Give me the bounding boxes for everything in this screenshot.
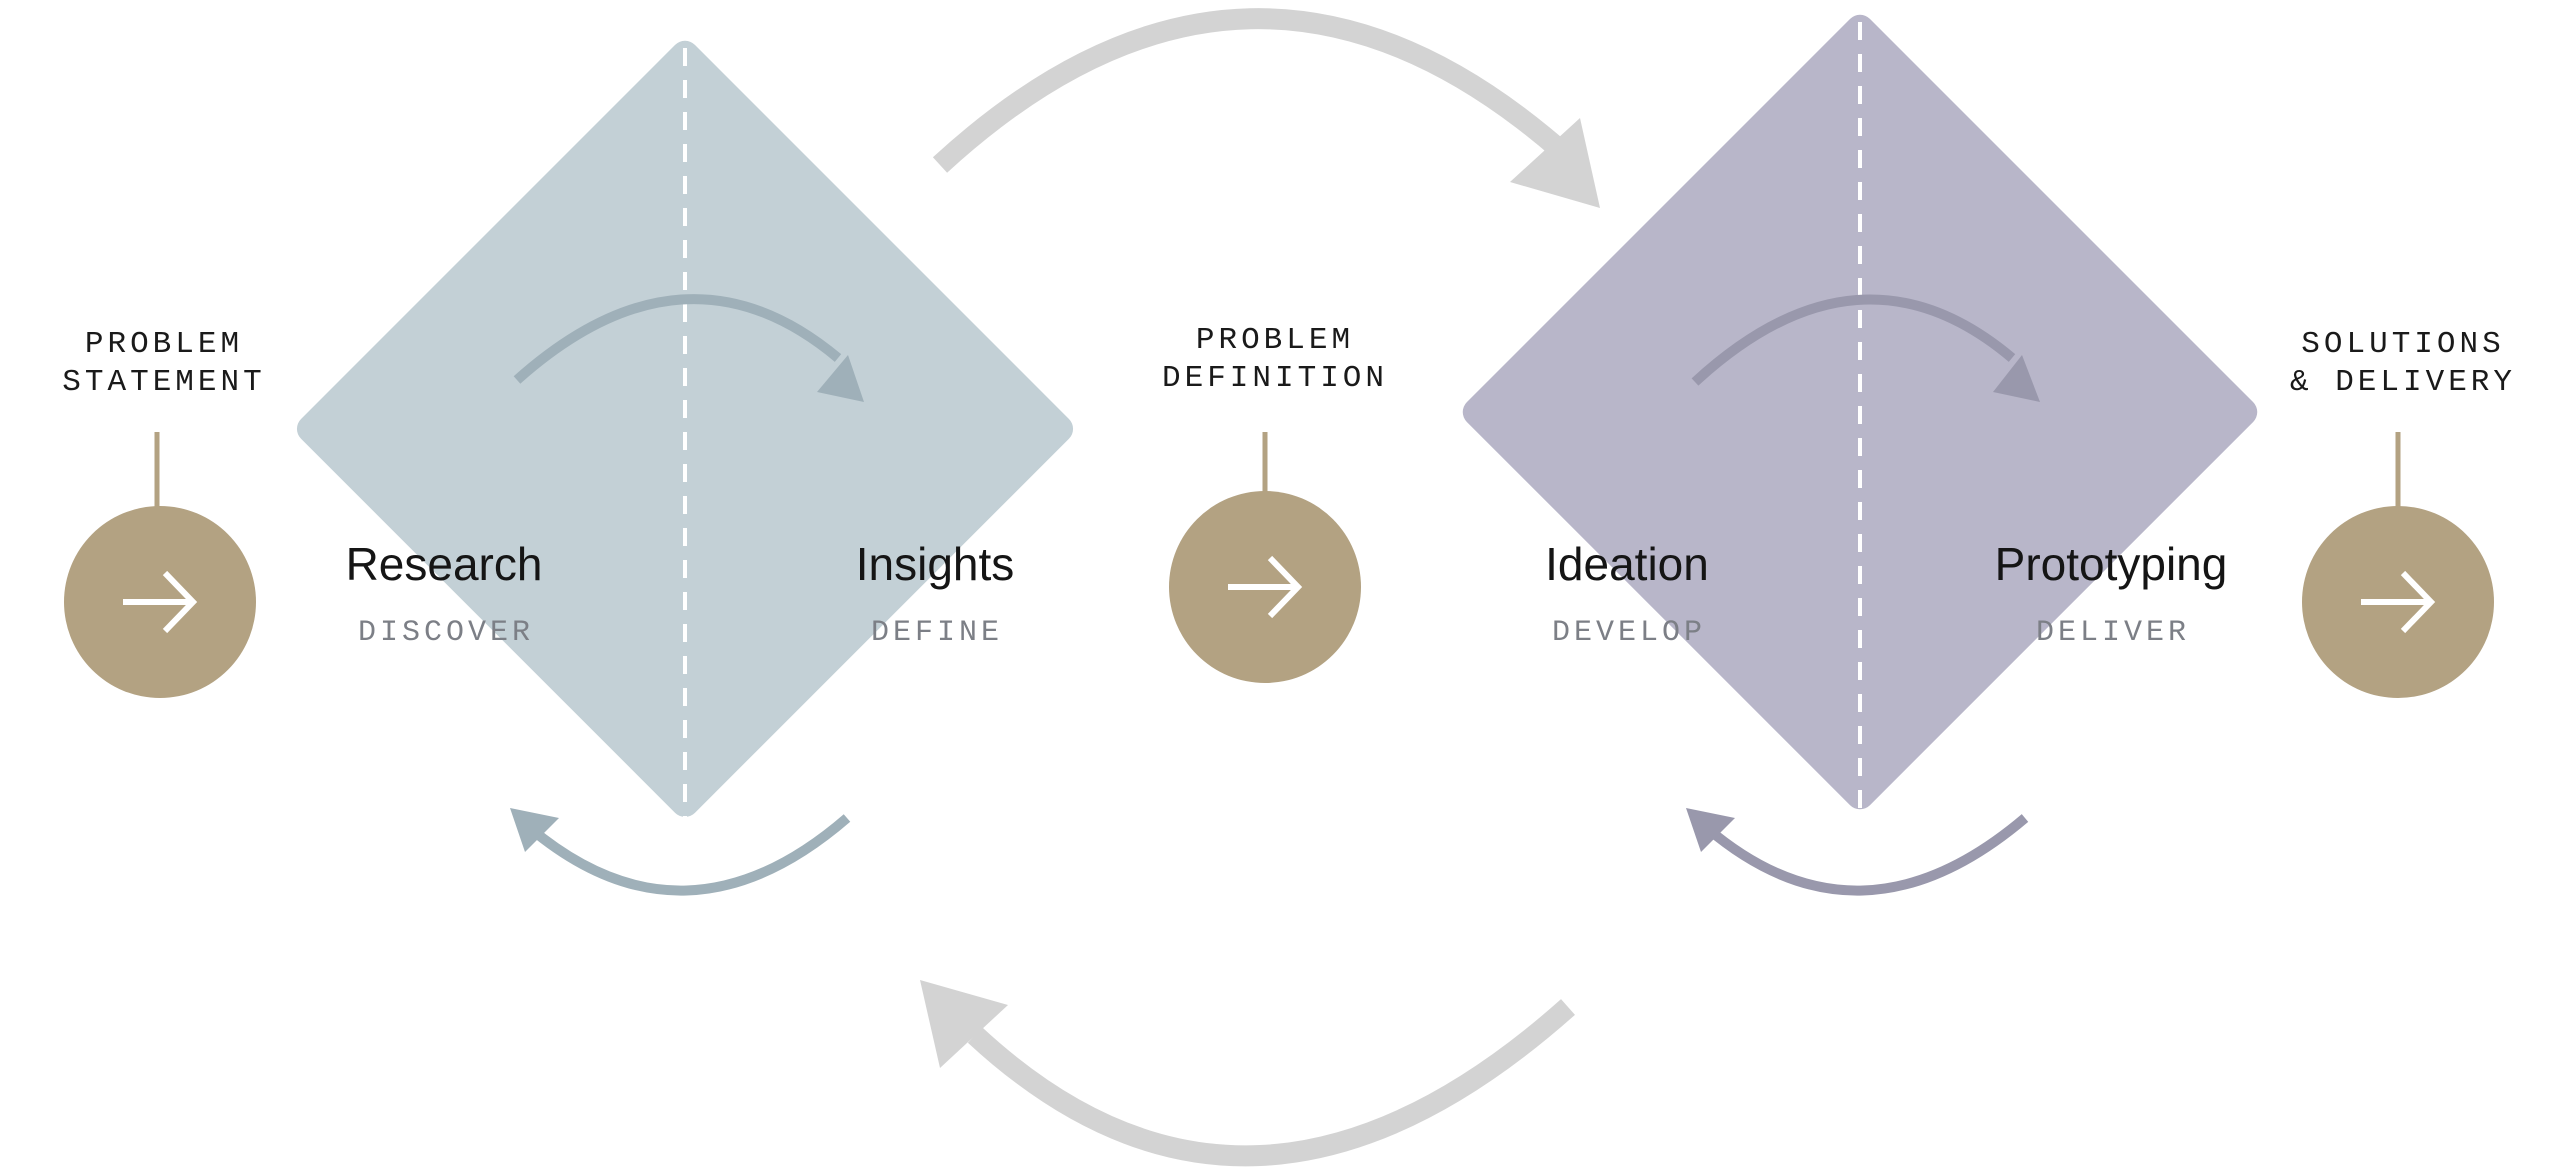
outer-arrowhead-top [1510, 118, 1600, 208]
right-inner-arrow-top [1691, 294, 2016, 386]
phase-research: Research DISCOVER [346, 538, 543, 650]
milestone-label-solutions-delivery-line2: & DELIVERY [2290, 365, 2516, 400]
milestone-stems [154, 432, 2401, 508]
phase-subtitle-define: DEFINE [871, 616, 1003, 650]
phase-subtitle-develop: DEVELOP [1552, 616, 1706, 650]
phase-subtitle-discover: DISCOVER [358, 616, 534, 650]
phase-insights: Insights DEFINE [856, 538, 1015, 650]
phase-prototyping: Prototyping DELIVER [1995, 538, 2228, 650]
milestone-label-problem-definition-line1: PROBLEM [1196, 323, 1354, 358]
left-diamond [296, 40, 1074, 817]
arrow-right-icon [123, 570, 198, 634]
left-diamond-group [296, 40, 1074, 1125]
milestone-problem-statement [64, 506, 256, 698]
milestone-label-problem-statement-line1: PROBLEM [85, 327, 243, 362]
outer-loop-arrows [920, 8, 1600, 1167]
milestone-problem-definition [1169, 491, 1361, 683]
milestone-label-solutions-delivery-line1: SOLUTIONS [2301, 327, 2504, 362]
phase-title-research: Research [346, 538, 543, 590]
left-inner-arrowhead-bottom [510, 808, 559, 852]
milestone-label-problem-definition-line2: DEFINITION [1162, 361, 1388, 396]
milestone-solutions-delivery [2302, 506, 2494, 698]
phase-title-insights: Insights [856, 538, 1015, 590]
milestone-label-problem-statement-line2: STATEMENT [62, 365, 265, 400]
right-diamond-group [1462, 14, 2258, 1152]
arrow-right-icon [2361, 570, 2436, 634]
left-inner-arrowhead-top [817, 355, 864, 402]
left-inner-arrow-top [513, 294, 842, 384]
phase-subtitle-deliver: DELIVER [2036, 616, 2190, 650]
outer-arrowhead-bottom [920, 980, 1008, 1068]
phase-title-prototyping: Prototyping [1995, 538, 2228, 590]
milestone-labels: PROBLEM STATEMENT PROBLEM DEFINITION SOL… [62, 323, 2516, 400]
arrow-right-icon [1228, 555, 1303, 619]
right-inner-arrow-bottom [1703, 814, 2029, 896]
outer-arrow-bottom [967, 999, 1575, 1167]
right-inner-arrowhead-bottom [1686, 808, 1735, 852]
left-inner-arrow-bottom [526, 814, 851, 896]
right-inner-arrowhead-top [1993, 355, 2040, 402]
phase-title-ideation: Ideation [1545, 538, 1709, 590]
phase-ideation: Ideation DEVELOP [1545, 538, 1709, 650]
outer-arrow-top [932, 8, 1567, 173]
